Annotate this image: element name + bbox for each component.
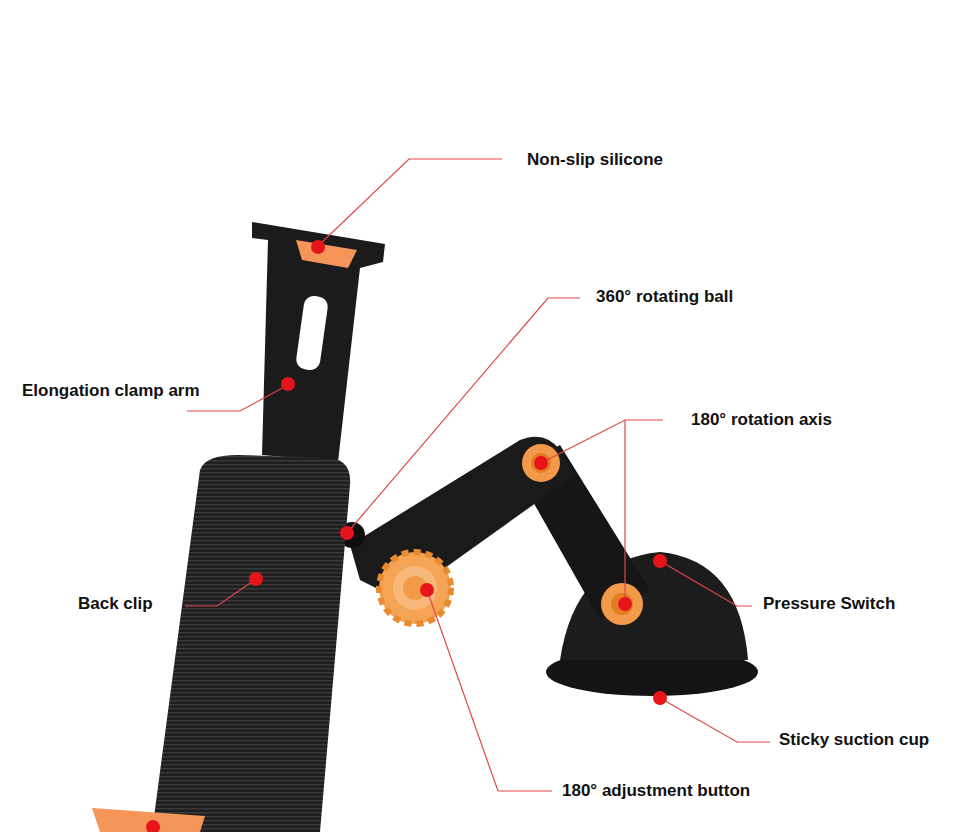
clamp-arm — [252, 222, 385, 462]
part-label: Back clip — [78, 594, 153, 614]
callout-dots — [146, 240, 667, 832]
leader-line — [185, 579, 256, 606]
leader-line — [427, 590, 552, 791]
leader-line — [187, 385, 288, 411]
back-clip — [152, 455, 350, 832]
part-label: 360° rotating ball — [596, 287, 733, 307]
leader-line — [541, 420, 663, 463]
leader-line — [347, 298, 580, 533]
callout-dot — [534, 456, 548, 470]
leader-line — [318, 159, 502, 246]
part-label: 180° rotation axis — [691, 410, 832, 430]
silicone-pad — [296, 240, 357, 268]
callout-dot — [249, 572, 263, 586]
callout-dot — [146, 820, 160, 832]
part-label: Pressure Switch — [763, 594, 895, 614]
adjustment-knob — [379, 552, 451, 624]
callout-dot — [340, 526, 354, 540]
rotation-axis — [601, 583, 643, 625]
arm-slot — [295, 295, 329, 372]
rotation-axis — [522, 444, 560, 482]
part-label: Sticky suction cup — [779, 730, 929, 750]
callout-dot — [618, 597, 632, 611]
leader-line — [660, 561, 752, 606]
rotation-axis — [611, 593, 633, 615]
part-label: 180° adjustment button — [562, 781, 750, 801]
callout-dot — [653, 554, 667, 568]
part-label: Elongation clamp arm — [22, 381, 200, 401]
callout-dot — [420, 583, 434, 597]
leader-line — [660, 698, 770, 742]
leader-lines — [185, 159, 770, 791]
callout-dot — [311, 240, 325, 254]
leader-line — [624, 420, 625, 604]
part-label: Non-slip silicone — [527, 150, 663, 170]
rotation-axis — [531, 453, 551, 473]
callout-dot — [281, 377, 295, 391]
callout-dot — [653, 691, 667, 705]
